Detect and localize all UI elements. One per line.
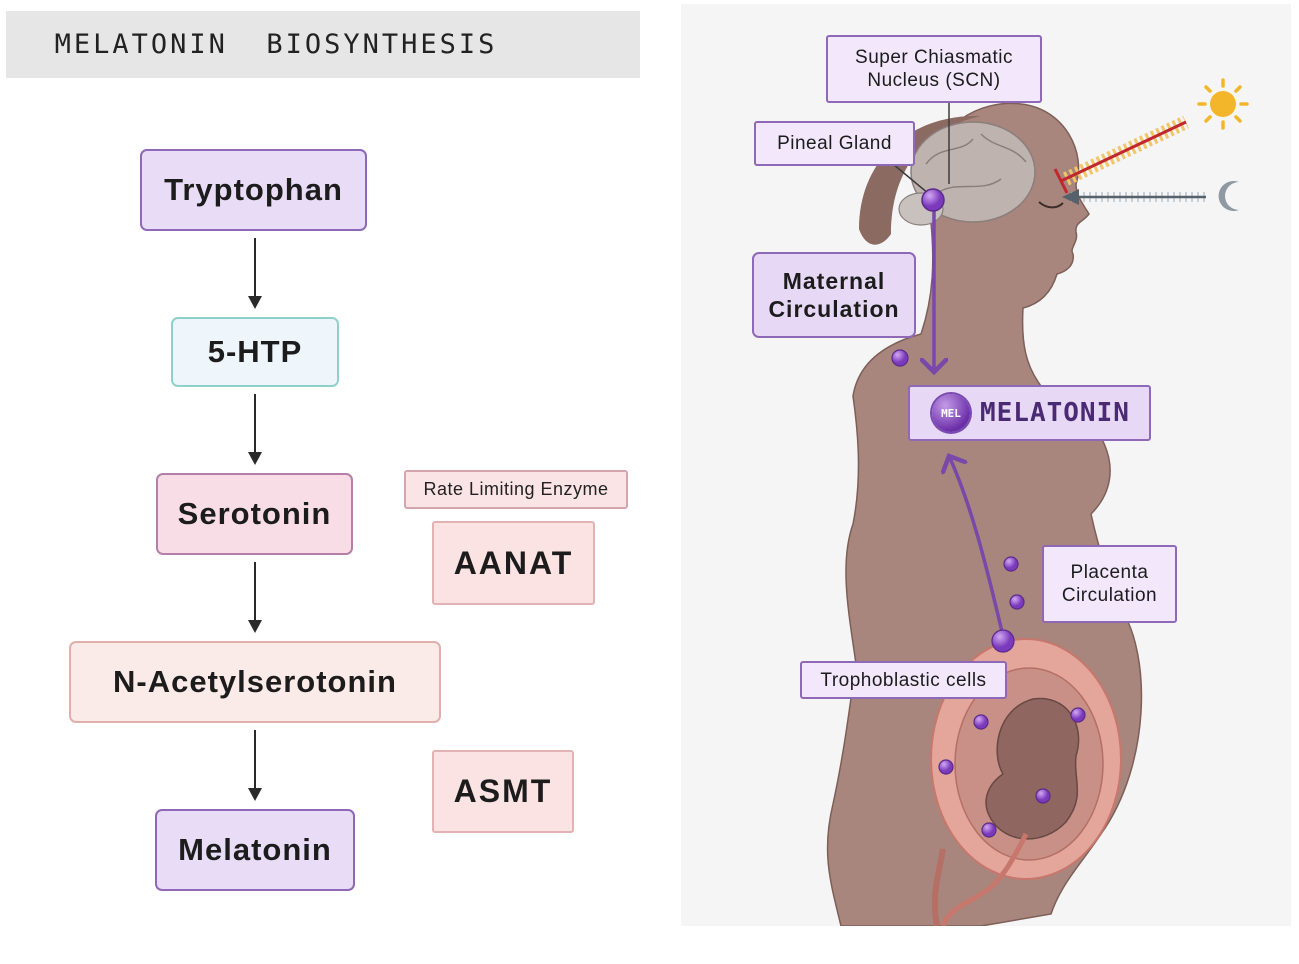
molecule-icon [973, 714, 989, 730]
n-acetylserotonin-label: N-Acetylserotonin [113, 664, 397, 699]
molecule-icon [981, 822, 997, 838]
darkness-signal [1062, 189, 1206, 205]
moon-icon [1218, 181, 1239, 211]
pregnant-woman-illustration [826, 78, 1249, 926]
arrow-nas-to-melatonin [248, 730, 262, 801]
trophoblastic-cells-text: Trophoblastic cells [820, 669, 987, 691]
melatonin-molecules [891, 349, 1086, 838]
pineal-pointer [892, 163, 930, 195]
placenta-circulation-text: Placenta Circulation [1061, 562, 1158, 606]
cervix-canal [931, 848, 946, 926]
sunlight-inhibition-signal [1053, 115, 1190, 194]
scn-label: Super Chiasmatic Nucleus (SCN) [826, 35, 1042, 103]
maternal-circulation-label: Maternal Circulation [752, 252, 916, 338]
placenta-to-melatonin-arrow [949, 456, 1005, 637]
aanat-label: AANAT [453, 544, 574, 581]
melatonin-badge-text: MEL [941, 406, 961, 420]
closed-eye [1038, 201, 1064, 209]
fetus [985, 697, 1080, 840]
arrow-tryptophan-to-5htp [248, 238, 262, 309]
tryptophan-label: Tryptophan [164, 172, 343, 207]
molecule-icon [991, 629, 1015, 653]
molecule-icon [1035, 788, 1051, 804]
molecule-icon [1009, 594, 1025, 610]
molecule-icon [891, 349, 909, 367]
molecule-icon [938, 759, 954, 775]
pineal-gland-label: Pineal Gland [754, 121, 915, 166]
melatonin-box: Melatonin [155, 809, 355, 891]
trophoblastic-cells-label: Trophoblastic cells [800, 661, 1007, 699]
molecule-icon: MEL [932, 394, 970, 432]
serotonin-label: Serotonin [177, 496, 332, 531]
serotonin-box: Serotonin [156, 473, 353, 555]
rate-limiting-enzyme-label: Rate Limiting Enzyme [404, 470, 628, 509]
melatonin-label: Melatonin [178, 832, 332, 867]
umbilical-cord [940, 832, 1029, 926]
placenta-circulation-label: Placenta Circulation [1042, 545, 1177, 623]
maternal-circulation-text: Maternal Circulation [768, 268, 900, 322]
hair [859, 115, 981, 245]
molecule-icon [1003, 556, 1019, 572]
aanat-box: AANAT [432, 521, 595, 605]
tryptophan-box: Tryptophan [140, 149, 367, 231]
melatonin-hub-text: MELATONIN [980, 398, 1130, 428]
brain-folds [925, 133, 1027, 195]
sun-icon [1197, 78, 1249, 130]
light-inhibit-line [1060, 120, 1187, 183]
pineal-gland-molecule [921, 188, 945, 212]
arrow-serotonin-to-nas [248, 562, 262, 633]
htp-label: 5-HTP [207, 334, 303, 369]
figure-title: MELATONIN BIOSYNTHESIS [54, 29, 498, 60]
asmt-label: ASMT [453, 773, 553, 809]
dark-ray-arrowhead [1062, 189, 1079, 205]
rate-limiting-enzyme-text: Rate Limiting Enzyme [423, 479, 609, 499]
inhibit-bar [1053, 168, 1069, 194]
arrow-5htp-to-serotonin [248, 394, 262, 465]
melatonin-hub-label: MEL MELATONIN [908, 385, 1151, 441]
scn-text: Super Chiasmatic Nucleus (SCN) [855, 47, 1013, 91]
molecule-icon [1070, 707, 1086, 723]
htp-box: 5-HTP [171, 317, 339, 387]
title-bar: MELATONIN BIOSYNTHESIS [6, 11, 640, 78]
pineal-gland-text: Pineal Gland [777, 133, 892, 154]
n-acetylserotonin-box: N-Acetylserotonin [69, 641, 441, 723]
asmt-box: ASMT [432, 750, 574, 833]
